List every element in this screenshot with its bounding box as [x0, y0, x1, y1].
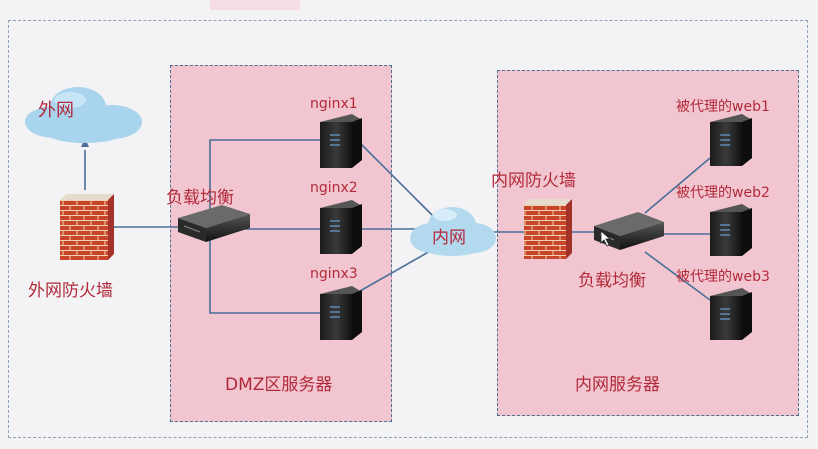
internet-cloud-icon: [25, 87, 142, 143]
nginx3-server-icon: [320, 286, 362, 340]
internal-firewall-icon: [524, 199, 572, 259]
link-lb2-web1: [644, 157, 711, 214]
web3-server-icon: [710, 288, 752, 340]
outer-boundary: [8, 20, 808, 438]
dmz-load-balancer-label: 负载均衡: [166, 188, 234, 208]
link-nginx3-intranet: [359, 249, 433, 292]
web1-server-icon: [710, 114, 752, 166]
links: [84, 139, 711, 314]
link-lb-nginx1: [209, 139, 320, 220]
external-firewall-icon: [60, 194, 114, 260]
nginx2-label: nginx2: [310, 180, 358, 196]
web2-label: 被代理的web2: [676, 185, 770, 201]
nginx1-label: nginx1: [310, 96, 358, 112]
web2-server-icon: [710, 204, 752, 256]
intranet-cloud-icon: [410, 207, 496, 256]
link-lb-nginx3: [209, 238, 320, 314]
intranet-label: 内网: [432, 228, 466, 248]
internet-label: 外网: [38, 100, 74, 121]
nginx3-label: nginx3: [310, 266, 358, 282]
nginx2-server-icon: [320, 200, 362, 254]
mouse-cursor-icon: [600, 230, 612, 247]
external-firewall-label: 外网防火墙: [28, 281, 113, 301]
nginx1-server-icon: [320, 114, 362, 168]
internal-load-balancer-label: 负载均衡: [578, 271, 646, 291]
link-lb2-web3: [644, 251, 711, 301]
link-nginx1-intranet: [359, 142, 433, 216]
dmz-load-balancer-icon: [178, 205, 250, 242]
web3-label: 被代理的web3: [676, 269, 770, 285]
top-decoration: [210, 0, 300, 10]
dmz-zone-label: DMZ区服务器: [225, 375, 333, 395]
internal-load-balancer-icon: [594, 212, 664, 250]
internal-zone-label: 内网服务器: [575, 375, 660, 395]
web1-label: 被代理的web1: [676, 99, 770, 115]
internal-firewall-label: 内网防火墙: [491, 171, 576, 191]
